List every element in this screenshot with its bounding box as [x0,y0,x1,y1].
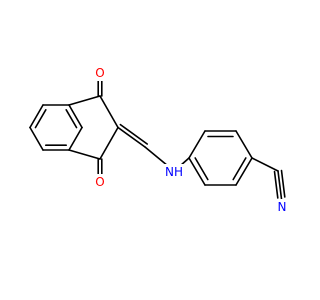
atom-label-o-bottom: O [93,174,107,190]
structure-diagram: O O NH N [29,65,289,215]
five-membered-ring [68,95,119,160]
cyanomethyl-group [251,157,286,200]
carbonyl-bonds [97,79,103,176]
atom-label-n-nitrile: N [275,199,289,215]
oxygen-top-label: O [95,66,104,80]
phenyl-ring [188,130,253,186]
molecule-canvas: O O NH N [29,65,289,215]
methylidene-linker [117,123,169,167]
amine-nh-label: NH [165,165,183,179]
atom-label-o-top: O [93,65,107,81]
indane-benzene-ring [29,104,83,151]
nitrile-n-label: N [278,200,287,214]
atom-label-nh: NH [164,164,184,180]
oxygen-bottom-label: O [95,175,104,189]
